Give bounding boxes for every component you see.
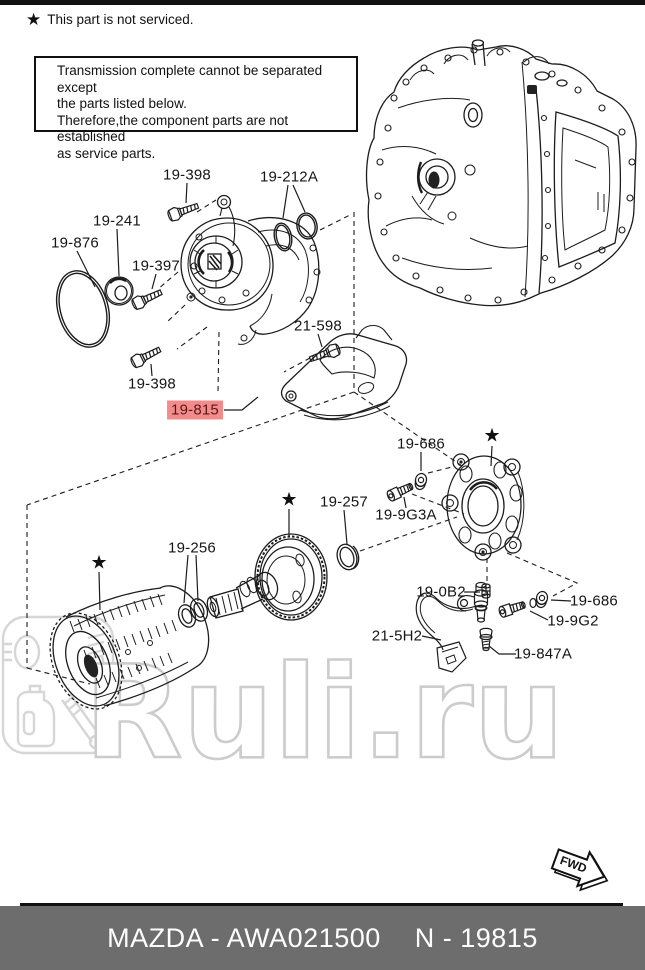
not-serviced-note-text: This part is not serviced. — [47, 12, 194, 27]
part-label-19-257[interactable]: 19-257 — [320, 493, 368, 511]
bolt-19-398-top — [165, 199, 201, 224]
footer-part-number: N - 19815 — [414, 922, 538, 953]
footer-catalog-code: MAZDA - AWA021500 — [107, 922, 381, 953]
part-label-19-0B2[interactable]: 19-0B2 — [416, 583, 466, 601]
speed-sensor-drawing — [415, 581, 489, 673]
part-label-19-212A[interactable]: 19-212A — [259, 168, 319, 186]
footer-bar: MAZDA - AWA021500 N - 19815 — [0, 906, 645, 970]
part-label-19-241[interactable]: 19-241 — [93, 212, 141, 230]
bolt-19-397 — [129, 285, 165, 312]
construction-lines — [26, 199, 579, 685]
transmission-case-drawing — [365, 39, 637, 307]
bolt-19-9G2 — [497, 598, 528, 619]
part-label-19-686-right[interactable]: 19-686 — [570, 592, 618, 610]
part-label-19-686-top[interactable]: 19-686 — [397, 435, 445, 453]
oring-large-drawing — [55, 270, 111, 348]
part-label-19-256[interactable]: 19-256 — [168, 539, 216, 557]
part-label-19-876[interactable]: 19-876 — [51, 234, 99, 252]
end-cover-drawing — [441, 453, 525, 561]
orings-drawing — [273, 212, 318, 252]
part-label-19-815-highlighted[interactable]: 19-815 — [167, 400, 223, 420]
not-serviced-note: ★ This part is not serviced. — [26, 11, 194, 28]
not-serviced-star-drum: ★ — [90, 552, 108, 574]
clutch-drum-drawing — [49, 585, 210, 710]
note-line-2: the parts listed below. — [57, 96, 187, 111]
not-serviced-star-gear: ★ — [280, 489, 298, 511]
note-line-1: Transmission complete cannot be separate… — [57, 63, 323, 95]
oil-seal-drawing — [104, 276, 134, 306]
fwd-arrow: FWD — [550, 848, 609, 892]
watermark-text: Ruli.ru — [84, 639, 564, 788]
gear-shaft-drawing — [206, 533, 328, 621]
part-label-19-9G2[interactable]: 19-9G2 — [547, 612, 599, 630]
star-icon: ★ — [26, 10, 42, 29]
transmission-note-box: Transmission complete cannot be separate… — [34, 56, 358, 161]
snap-ring-drawing — [336, 543, 360, 571]
bolt-19-847A-drawing — [479, 627, 493, 652]
top-border-bar — [0, 0, 645, 5]
bearing-drawing — [177, 598, 209, 628]
bolt-19-398-bottom — [128, 343, 164, 370]
part-label-19-9G3A[interactable]: 19-9G3A — [375, 506, 437, 524]
bolt-21-598 — [307, 341, 343, 366]
not-serviced-star-cover: ★ — [483, 425, 501, 447]
note-line-4: as service parts. — [57, 145, 156, 161]
part-label-19-398-bottom[interactable]: 19-398 — [128, 375, 176, 393]
oil-strainer-drawing — [280, 324, 408, 421]
part-label-19-398-top[interactable]: 19-398 — [163, 166, 211, 184]
part-label-21-598[interactable]: 21-598 — [294, 317, 342, 335]
bolt-19-9G3A — [385, 480, 416, 503]
bottom-rule — [20, 903, 623, 906]
nut-19-686-top — [413, 471, 429, 492]
part-label-19-847A[interactable]: 19-847A — [513, 645, 573, 663]
watermark-logo — [1, 615, 115, 755]
part-label-19-397[interactable]: 19-397 — [132, 257, 180, 275]
part-label-21-5H2[interactable]: 21-5H2 — [371, 627, 423, 645]
nut-19-686-right — [529, 589, 550, 610]
leader-lines — [76, 182, 572, 655]
note-line-3: Therefore,the component parts are not es… — [57, 112, 289, 145]
